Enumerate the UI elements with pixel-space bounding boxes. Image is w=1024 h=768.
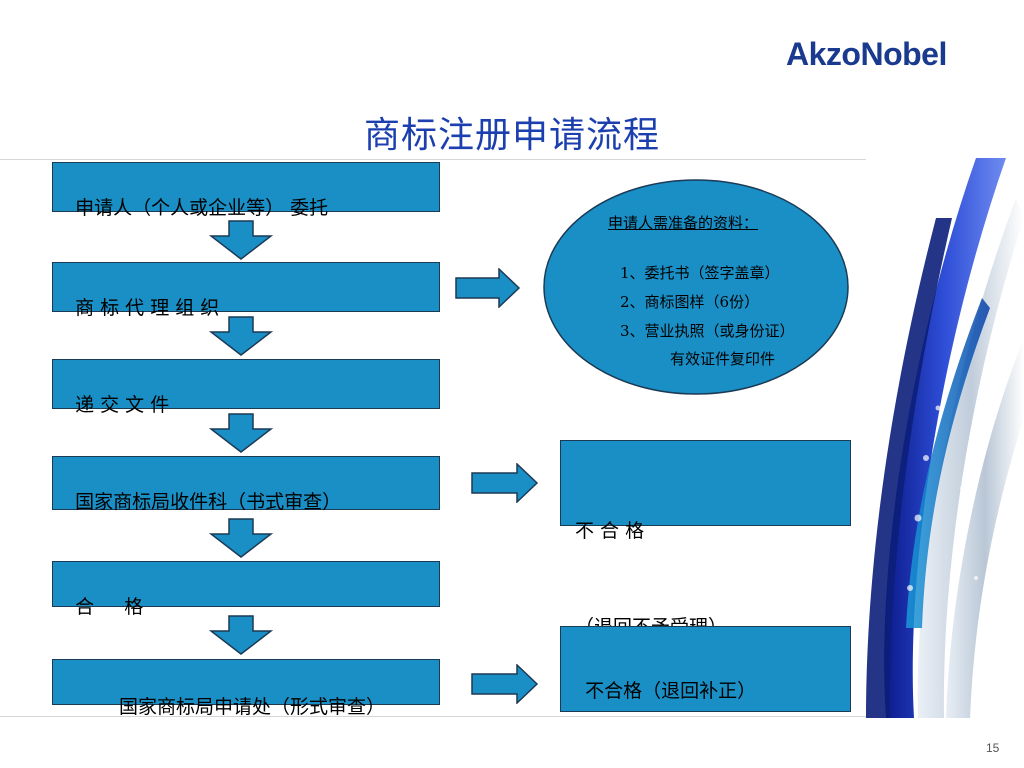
step-agency-box: 商 标 代 理 组 织 [52,262,440,319]
materials-heading: 申请人需准备的资料： [608,214,759,232]
bottom-divider [0,716,1024,717]
fail-rejected-line1: 不 合 格 [575,520,645,542]
materials-item-1: 1、委托书（签字盖章） [620,264,780,282]
down-arrow-4 [209,518,273,558]
step-submit-label: 递 交 文 件 [75,394,170,416]
page-title: 商标注册申请流程 [363,115,660,156]
step-submit-box: 递 交 文 件 [52,359,440,416]
step-receipt-label: 国家商标局收件科（书式审查） [75,491,342,513]
step-pass-label: 合 格 [75,596,144,618]
page-number: 15 [986,741,1000,755]
step-receipt-box: 国家商标局收件科（书式审查） [52,456,440,513]
step-application-office-label: 国家商标局申请处（形式审查） [119,696,386,718]
step-applicant-label: 申请人（个人或企业等） 委托 [75,197,329,219]
down-arrow-1 [209,220,273,260]
top-divider [0,159,866,160]
materials-item-3: 3、营业执照（或身份证） [620,322,795,340]
fail-correction-label: 不合格（退回补正） [585,680,757,702]
step-application-office-box: 国家商标局申请处（形式审查） [52,659,440,718]
right-arrow-fail-1 [471,463,539,503]
materials-item-2: 2、商标图样（6份） [620,293,760,311]
materials-item-4: 有效证件复印件 [670,350,776,368]
down-arrow-2 [209,316,273,356]
down-arrow-5 [209,615,273,655]
fail-rejected-box: 不 合 格 （退回不予受理） [560,440,851,638]
right-arrow-fail-2 [471,664,539,704]
step-pass-box: 合 格 [52,561,440,618]
right-arrow-materials [455,268,521,308]
step-applicant-box: 申请人（个人或企业等） 委托 [52,162,440,219]
materials-ellipse [543,179,849,395]
fail-correction-box: 不合格（退回补正） [560,626,851,712]
akzonobel-logo: AkzoNobel [786,36,947,72]
decorative-glass-art [866,158,1024,718]
down-arrow-3 [209,413,273,453]
step-agency-label: 商 标 代 理 组 织 [75,297,220,319]
